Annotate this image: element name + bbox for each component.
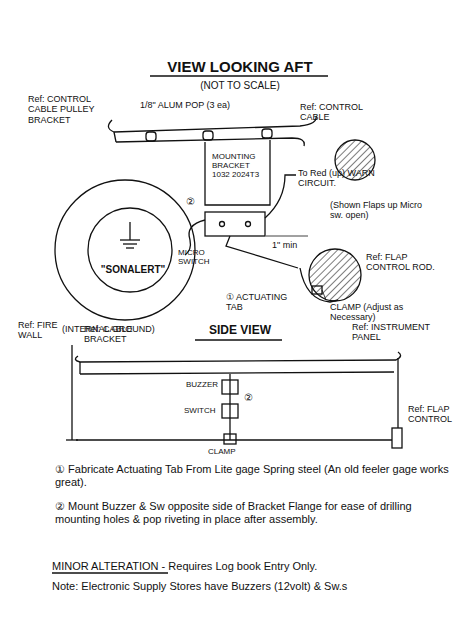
note-text: MINOR ALTERATION - Requires Log book Ent… [52, 560, 462, 573]
part-label: BUZZER [186, 380, 222, 389]
note-text: ② Mount Buzzer & Sw opposite side of Bra… [55, 500, 450, 525]
part-label: Ref: CONTROL CABLE PULLEY BRACKET [28, 94, 100, 125]
node-text: "SONALERT" [88, 264, 178, 275]
note-text: Note: Electronic Supply Stores have Buzz… [52, 580, 467, 593]
part-label: Ref: CONTROL CABLE [300, 102, 372, 123]
callout-number: ② [186, 196, 200, 208]
part-label: Ref: FLAP CONTROL [408, 404, 464, 425]
part-label: 1" min [272, 240, 312, 250]
part-label: MOUNTING BRACKET 1032 2024T3 [212, 152, 268, 180]
callout-number: ② [244, 392, 258, 404]
part-label: To Red (up) WARN CIRCUIT. [298, 168, 388, 189]
part-label: CLAMP [208, 447, 248, 456]
part-label: (NOT TO SCALE) [195, 80, 285, 92]
note-text: ① Fabricate Actuating Tab From Lite gage… [55, 463, 450, 488]
part-label: Ref: FIRE WALL [18, 320, 70, 341]
part-label: SIDE VIEW [195, 324, 285, 338]
part-label: (Shown Flaps up Micro sw. open) [330, 200, 430, 221]
part-label: Ref: INSTRUMENT PANEL [352, 322, 442, 343]
part-label: Ref: CABLE BRACKET [84, 324, 160, 345]
part-label: SWITCH [184, 406, 222, 415]
part-label: Ref: FLAP CONTROL ROD. [366, 252, 438, 273]
part-label: MICRO SWITCH [178, 248, 228, 266]
part-label: CLAMP (Adjust as Necessary) [330, 302, 440, 323]
buzzer-circle: "SONALERT" [88, 264, 178, 275]
part-label: ① ACTUATING TAB [226, 292, 300, 313]
part-label: 1/8" ALUM POP (3 ea) [140, 100, 245, 110]
title: VIEW LOOKING AFT [150, 58, 330, 75]
